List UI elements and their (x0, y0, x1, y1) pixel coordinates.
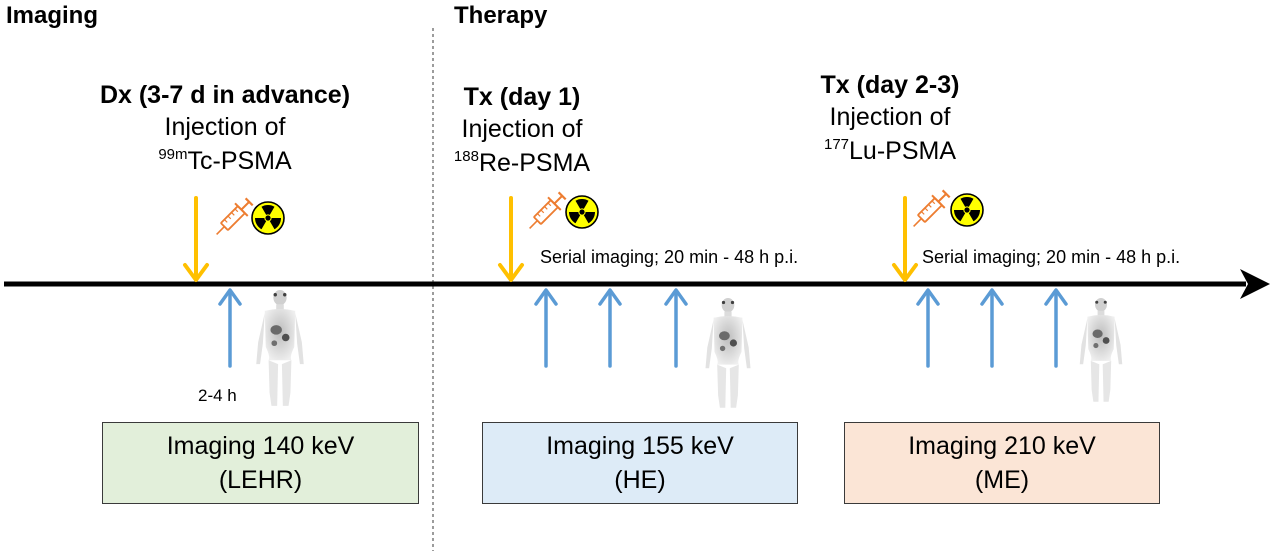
radiation-icon (950, 193, 984, 227)
stage-tx-day23-title: Tx (day 2-3) (820, 71, 960, 99)
timeline-axis (4, 269, 1270, 299)
imaging-box-140kev-energy: Imaging 140 keV (166, 432, 355, 460)
time-label-2-4h: 2-4 h (198, 386, 237, 405)
imaging-arrow-6 (980, 288, 1004, 368)
whole-body-scan-icon (1079, 298, 1123, 402)
imaging-arrow-1 (218, 288, 242, 368)
stage-tx-day1-title: Tx (day 1) (463, 83, 581, 111)
imaging-box-210kev-energy: Imaging 210 keV (908, 432, 1096, 460)
stage-tx-day23: Tx (day 2-3) Injection of 177Lu-PSMA (780, 70, 1000, 168)
whole-body-scan-icon (705, 298, 751, 408)
syringe-icon (913, 189, 951, 227)
stage-tx-day1-isotope: 188Re-PSMA (453, 148, 591, 177)
imaging-arrow-3 (598, 288, 622, 368)
stage-dx: Dx (3-7 d in advance) Injection of 99mTc… (55, 80, 395, 178)
injection-arrow-2 (498, 196, 524, 282)
injection-arrow-3 (892, 196, 918, 282)
section-therapy: Therapy (454, 2, 548, 29)
radiation-icon (251, 201, 285, 235)
stage-dx-title: Dx (3-7 d in advance) (99, 81, 351, 109)
stage-tx-day1: Tx (day 1) Injection of 188Re-PSMA (412, 82, 632, 180)
imaging-box-210kev-collimator: (ME) (974, 466, 1030, 494)
imaging-box-210kev: Imaging 210 keV (ME) (844, 422, 1160, 504)
imaging-box-155kev-collimator: (HE) (614, 466, 666, 494)
imaging-box-140kev-collimator: (LEHR) (218, 466, 303, 494)
injection-arrow-1 (183, 196, 209, 282)
imaging-arrow-5 (916, 288, 940, 368)
stage-tx-day23-injection: Injection of (829, 103, 951, 131)
stage-dx-injection: Injection of (164, 113, 286, 141)
stage-tx-day1-injection: Injection of (461, 115, 583, 143)
section-imaging: Imaging (6, 2, 99, 29)
imaging-arrow-7 (1044, 288, 1068, 368)
whole-body-scan-icon (256, 290, 304, 406)
imaging-box-155kev-energy: Imaging 155 keV (546, 432, 734, 460)
syringe-icon (529, 191, 567, 229)
serial-imaging-label-1: Serial imaging; 20 min - 48 h p.i. (540, 247, 799, 267)
stage-tx-day23-isotope: 177Lu-PSMA (823, 136, 956, 165)
syringe-icon (216, 197, 254, 235)
imaging-arrow-4 (664, 288, 688, 368)
imaging-arrow-2 (534, 288, 558, 368)
stage-dx-isotope: 99mTc-PSMA (158, 146, 292, 175)
imaging-box-155kev: Imaging 155 keV (HE) (482, 422, 798, 504)
radiation-icon (565, 195, 599, 229)
serial-imaging-label-2: Serial imaging; 20 min - 48 h p.i. (922, 247, 1181, 267)
imaging-box-140kev: Imaging 140 keV (LEHR) (102, 422, 419, 504)
